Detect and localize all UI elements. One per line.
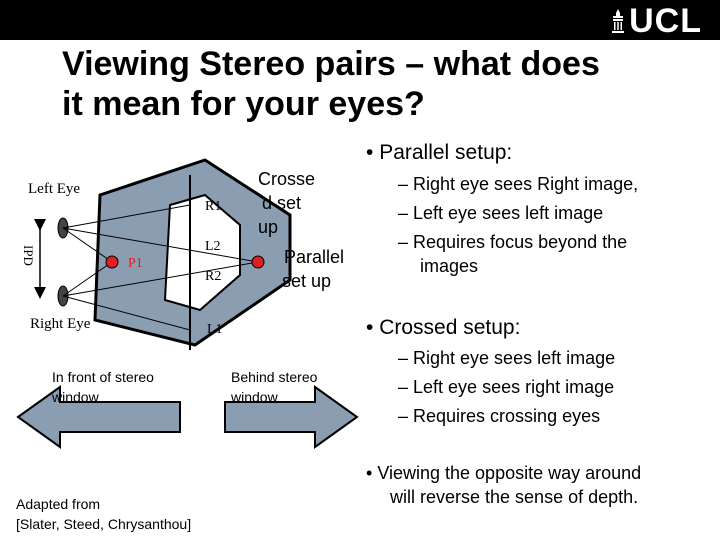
in-front-arrow (16, 385, 181, 449)
r2-label: R2 (205, 269, 221, 284)
slide-title: Viewing Stereo pairs – what does it mean… (62, 44, 662, 124)
p1-label: P1 (128, 256, 143, 271)
sight-line (62, 295, 191, 331)
behind-label: Behind stereo window (230, 369, 321, 405)
bullet-crossed-item: – Right eye sees left image (398, 348, 616, 368)
bullet-parallel-item: – Requires focus beyond the (398, 232, 628, 252)
sight-line (62, 227, 259, 263)
l1-label: L1 (207, 322, 223, 337)
attribution-line-1: Adapted from (16, 496, 101, 512)
ipd-label: IPD (21, 245, 36, 266)
right-eye-label: Right Eye (30, 316, 91, 332)
r1-label: R1 (205, 199, 221, 214)
portico-icon (612, 9, 625, 33)
left-eye-label: Left Eye (28, 181, 80, 197)
bullet-parallel-item: – Right eye sees Right image, (398, 174, 639, 194)
in-front-label: In front of stereo window (51, 369, 158, 405)
attribution-line-2: [Slater, Steed, Chrysanthou] (16, 516, 192, 532)
title-line-2: it mean for your eyes? (62, 85, 425, 123)
logo-text: UCL (629, 2, 702, 40)
bullet-parallel-item-cont: images (420, 256, 479, 276)
sight-line (62, 227, 113, 263)
bullet-parallel-item: – Left eye sees left image (398, 203, 604, 223)
point-behind (251, 255, 265, 269)
point-p1 (105, 255, 119, 269)
sight-line (62, 261, 259, 297)
bullet-parallel-heading: • Parallel setup: (366, 141, 513, 164)
bullet-opposite: • Viewing the opposite way around (366, 463, 642, 483)
attribution: Adapted from [Slater, Steed, Chrysanthou… (16, 494, 191, 534)
bullet-crossed-item: – Requires crossing eyes (398, 406, 601, 426)
behind-arrow (224, 385, 359, 449)
bullet-opposite-cont: will reverse the sense of depth. (390, 487, 639, 507)
sight-line (62, 261, 113, 297)
header-bar: UCL (0, 0, 720, 40)
bullet-crossed-heading: • Crossed setup: (366, 316, 521, 339)
sight-line (62, 204, 191, 229)
l2-label: L2 (205, 239, 221, 254)
ucl-logo: UCL (611, 4, 702, 38)
bullet-crossed-item: – Left eye sees right image (398, 377, 615, 397)
title-line-1: Viewing Stereo pairs – what does (62, 45, 600, 83)
crossed-setup-label: Crosse d set up (258, 169, 320, 237)
parallel-setup-label: Parallel set up (282, 247, 349, 291)
